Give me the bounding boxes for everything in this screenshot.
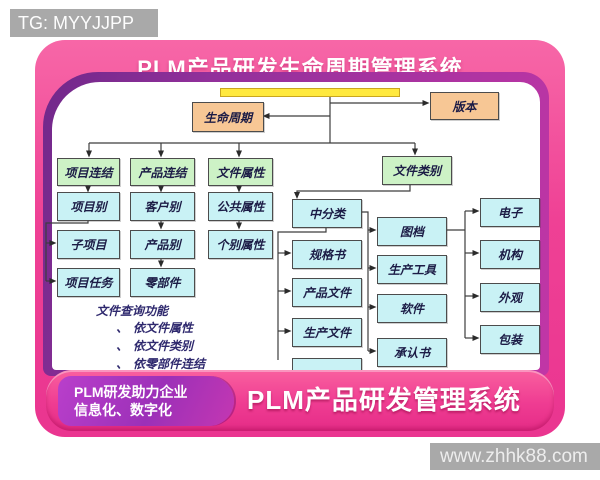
node-product-document: 产品文件 <box>292 278 362 307</box>
node-customer-type: 客户别 <box>130 192 195 221</box>
node-project-task: 项目任务 <box>57 268 120 297</box>
node-appearance: 外观 <box>480 283 540 312</box>
node-production-document: 生产文件 <box>292 318 362 347</box>
node-mechanism: 机构 <box>480 240 540 269</box>
bullet-mark: 、 <box>116 357 129 371</box>
query-item-label: 依零部件连结 <box>133 357 206 371</box>
footer-banner: PLM研发助力企业 信息化、数字化 PLM产品研发管理系统 <box>46 370 554 431</box>
query-item: 、 依文件属性 <box>116 319 193 336</box>
query-item-label: 依文件类别 <box>133 339 194 353</box>
node-project-type: 项目别 <box>57 192 120 221</box>
node-product-link: 产品连结 <box>130 158 195 186</box>
node-file-attribute: 文件属性 <box>208 158 273 186</box>
query-item: 、 依文件类别 <box>116 337 193 354</box>
query-item-label: 依文件属性 <box>133 321 194 335</box>
watermark-badge-bottom: www.zhhk88.com <box>430 443 600 470</box>
footer-title: PLM产品研发管理系统 <box>247 385 521 415</box>
node-version: 版本 <box>430 92 499 120</box>
query-function-heading: 文件查询功能 <box>96 304 169 318</box>
root-highlight-bar <box>220 88 400 97</box>
tagline-line-2: 信息化、数字化 <box>74 402 172 418</box>
node-parts: 零部件 <box>130 268 195 297</box>
node-lifecycle: 生命周期 <box>192 102 264 132</box>
node-drawing: 图档 <box>377 217 447 246</box>
node-packaging: 包装 <box>480 325 540 354</box>
query-item: 、 依零部件连结 <box>116 355 205 372</box>
bullet-mark: 、 <box>116 321 129 335</box>
node-product-type: 产品别 <box>130 230 195 259</box>
node-spec-sheet: 规格书 <box>292 240 362 269</box>
watermark-badge-top: TG: MYYJJPP <box>10 9 158 37</box>
footer-tagline-pill: PLM研发助力企业 信息化、数字化 <box>58 376 234 426</box>
node-sub-project: 子项目 <box>57 230 120 259</box>
node-individual-attribute: 个别属性 <box>208 230 273 259</box>
node-approval-sheet: 承认书 <box>377 338 447 367</box>
tagline-line-1: PLM研发助力企业 <box>74 383 188 400</box>
node-production-tool: 生产工具 <box>377 255 447 284</box>
node-file-category: 文件类别 <box>382 156 452 185</box>
node-software: 软件 <box>377 294 447 323</box>
node-electronic: 电子 <box>480 198 540 227</box>
node-project-link: 项目连结 <box>57 158 120 186</box>
node-public-attribute: 公共属性 <box>208 192 273 221</box>
bullet-mark: 、 <box>116 339 129 353</box>
node-mid-category: 中分类 <box>292 199 362 228</box>
